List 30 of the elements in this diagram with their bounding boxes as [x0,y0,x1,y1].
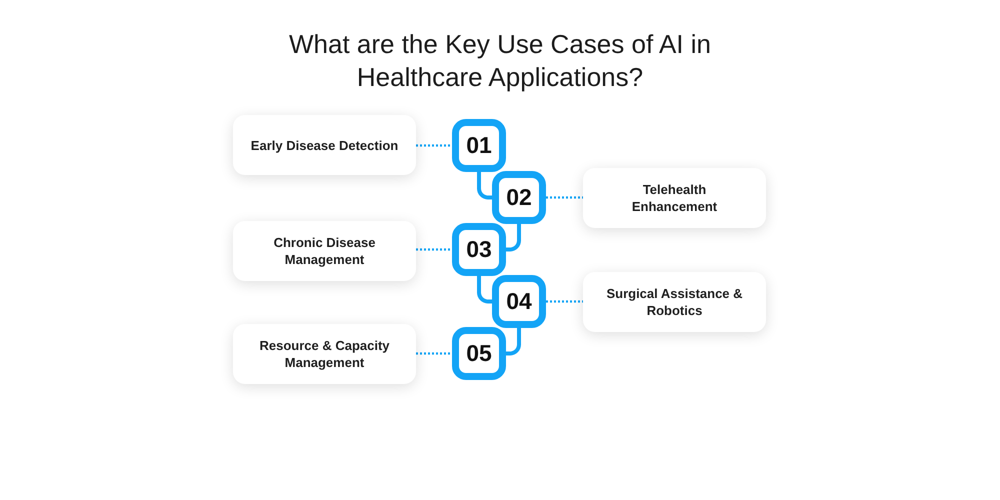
dotted-connector [416,144,452,147]
dotted-connector [416,248,452,251]
use-case-card [233,221,416,281]
step-number: 02 [506,185,532,210]
dotted-connector [416,352,452,355]
step-number: 01 [466,133,492,158]
number-badge [452,119,506,172]
use-case-card [583,168,766,228]
number-badge [492,275,546,328]
number-badge [492,171,546,224]
use-case-label: Early Disease Detection [250,136,400,154]
use-case-label: Surgical Assistance & Robotics [605,285,744,319]
number-badge [452,223,506,276]
step-number: 05 [466,341,492,366]
dotted-connector [546,196,583,199]
connector-line [506,328,521,356]
use-case-card [233,324,416,384]
step-number: 04 [506,289,532,314]
use-case-label: Chronic Disease Management [272,234,376,268]
use-case-card [583,272,766,332]
number-badge [452,327,506,380]
use-case-card [233,115,416,175]
use-case-label: Telehealth Enhancement [630,181,718,215]
page-title: What are the Key Use Cases of AI in Healthcare Applications? [288,28,712,94]
connector-line [477,172,492,200]
connector-line [477,276,492,304]
connector-line [506,224,521,252]
step-number: 03 [466,237,492,262]
dotted-connector [546,300,583,303]
use-case-label: Resource & Capacity Management [258,337,391,371]
